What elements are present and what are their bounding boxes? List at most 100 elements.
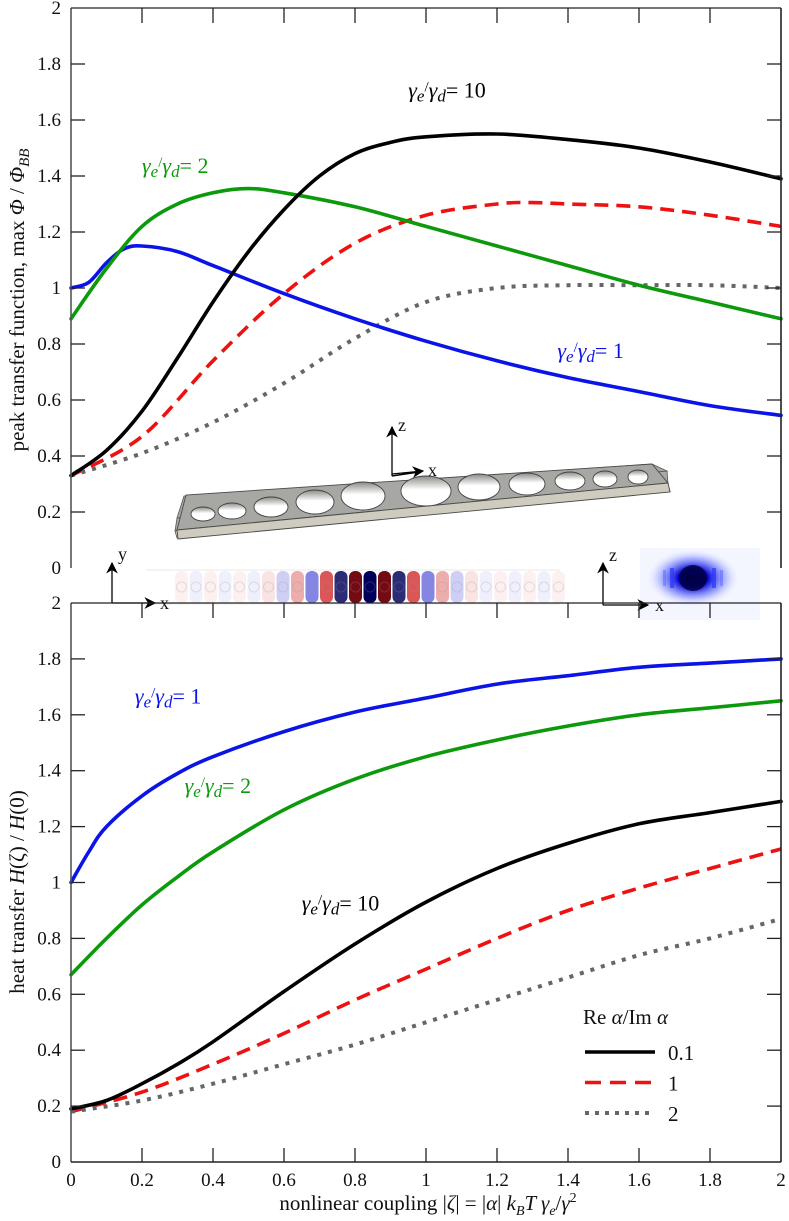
axis-x-label: x: [655, 595, 664, 615]
top-plot-area: [69, 132, 783, 478]
beam-hole: [190, 506, 216, 522]
field-profile-side-view: [640, 548, 760, 620]
beam-3d-view: [174, 463, 671, 540]
x-tick-label: 1.8: [698, 1170, 722, 1191]
x-tick-label: 0.4: [201, 1170, 225, 1191]
y-tick-label: 0.4: [37, 446, 61, 467]
field-lobe: [218, 571, 232, 603]
beam-hole: [554, 471, 586, 491]
legend-label: 1: [668, 1072, 679, 1096]
x-tick-label: 1: [421, 1170, 431, 1191]
field-lobe: [204, 571, 217, 603]
field-lobe: [363, 571, 377, 603]
x-tick-label: 1.6: [627, 1170, 651, 1191]
beam-hole: [400, 475, 452, 507]
field-lobe: [494, 571, 507, 603]
y-tick-label: 2: [52, 593, 62, 614]
bottom-x-axis-label: nonlinear coupling |ζ| = |α| kBT γe/γ2: [279, 1191, 576, 1219]
field-lobe: [407, 571, 420, 603]
y-tick-label: 1: [52, 278, 62, 299]
axis-y-label: y: [118, 544, 127, 564]
y-tick-label: 0.4: [37, 1040, 61, 1061]
y-tick-label: 0: [52, 1152, 62, 1173]
field-lobe: [334, 571, 348, 603]
field-lobe: [247, 571, 261, 603]
x-tick-label: 0.6: [272, 1170, 296, 1191]
beam-holes: [190, 469, 649, 522]
bottom-annotations: γe/γd= 1γe/γd= 2γe/γd= 10: [135, 684, 379, 919]
top-y-axis-label: peak transfer function, max Φ / ΦBB: [5, 149, 33, 452]
y-tick-label: 1.4: [37, 761, 61, 782]
legend-title: Re α/Im α: [583, 1005, 669, 1029]
inset-photonic-crystal-beam: z x y x z x: [106, 415, 760, 620]
series-line-green: [69, 699, 783, 977]
y-tick-label: 1.6: [37, 705, 61, 726]
y-tick-label: 0.6: [37, 984, 61, 1005]
y-tick-label: 1: [52, 873, 62, 894]
beam-hole: [592, 470, 618, 488]
axis-z-label: z: [398, 415, 406, 435]
series-line-green: [69, 186, 783, 321]
axes-3d-triad: z x: [386, 415, 437, 480]
top-panel: 00.20.40.60.811.21.41.61.82 peak transfe…: [5, 0, 783, 579]
series-line-black: [69, 799, 783, 1111]
beam-hole: [508, 472, 546, 496]
y-tick-label: 0.2: [37, 1096, 61, 1117]
field-lobe: [508, 571, 522, 603]
field-lobe: [392, 571, 406, 603]
bottom-plot-area: [69, 657, 783, 1114]
series-line-blue: [69, 244, 783, 418]
field-lobe: [291, 571, 304, 603]
beam-hole: [253, 496, 289, 518]
y-tick-label: 1.6: [37, 110, 61, 131]
x-tick-label: 1.4: [556, 1170, 580, 1191]
curve-annotation: γe/γd= 2: [185, 773, 251, 801]
x-tick-label: 2: [776, 1170, 786, 1191]
curve-annotation: γe/γd= 2: [142, 153, 208, 181]
y-tick-label: 1.2: [37, 817, 61, 838]
field-lobe: [320, 571, 333, 603]
field-lobe: [175, 571, 188, 603]
field-lobe: [479, 571, 493, 603]
field-lobe: [189, 571, 203, 603]
field-lobe: [233, 571, 246, 603]
field-lobe: [276, 571, 290, 603]
field-lobe: [552, 571, 565, 603]
beam-hole: [217, 502, 247, 520]
series-line-blue: [69, 657, 783, 885]
y-tick-label: 0: [52, 558, 62, 579]
beam-edge: [176, 482, 671, 540]
field-lobe: [450, 571, 464, 603]
curve-annotation: γe/γd= 1: [557, 338, 623, 366]
y-tick-label: 0.8: [37, 334, 61, 355]
series-line-black: [69, 132, 783, 478]
curve-annotation: γe/γd= 10: [302, 890, 379, 918]
beam-hole: [295, 489, 335, 515]
y-tick-label: 0.6: [37, 390, 61, 411]
series-line-red: [70, 200, 782, 478]
field-lobe: [421, 571, 435, 603]
series-line-gray: [70, 282, 782, 478]
bottom-y-axis-label: heat transfer H(ζ) / H(0): [5, 790, 29, 993]
beam-hole: [627, 469, 649, 485]
axis-x-label: x: [428, 460, 437, 480]
y-tick-label: 2: [52, 0, 62, 19]
x-tick-label: 0.2: [130, 1170, 154, 1191]
field-lobe: [262, 571, 275, 603]
top-ylabel-text: peak transfer function, max: [5, 215, 29, 451]
y-tick-label: 1.2: [37, 222, 61, 243]
x-tick-label: 1.2: [485, 1170, 509, 1191]
legend-label: 0.1: [668, 1041, 694, 1065]
field-lobe: [378, 571, 391, 603]
y-tick-label: 1.4: [37, 166, 61, 187]
field-lobe: [436, 571, 449, 603]
x-tick-label: 0: [66, 1170, 76, 1191]
field-lobe: [523, 571, 536, 603]
y-tick-label: 1.8: [37, 649, 61, 670]
field-lobe: [305, 571, 319, 603]
beam-hole: [457, 473, 501, 501]
field-lobe: [349, 571, 362, 603]
legend: Re α/Im α 0.112: [583, 1005, 694, 1126]
